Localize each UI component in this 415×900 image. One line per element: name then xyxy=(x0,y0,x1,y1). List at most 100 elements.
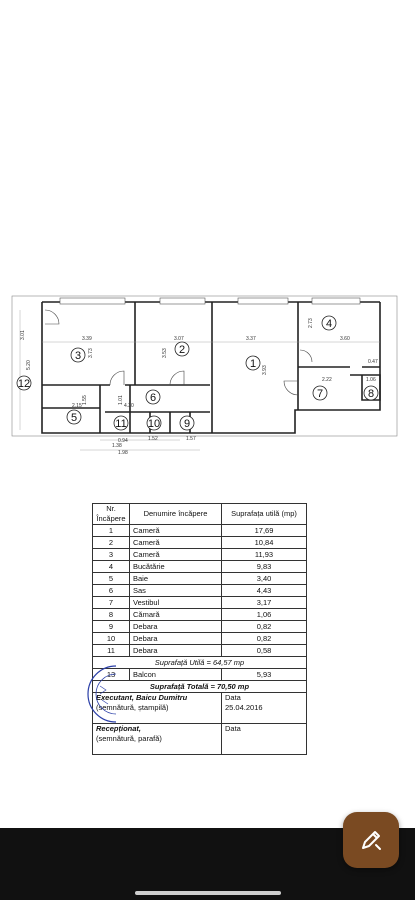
dim-label: 5.20 xyxy=(26,360,32,370)
cell-area: 0,82 xyxy=(221,620,307,633)
receiver-cell: Recepționat, (semnătură, parafă) xyxy=(92,723,222,755)
dim-label: 1.52 xyxy=(148,436,158,442)
cell-name: Vestibul xyxy=(129,596,222,609)
dim-label: 3.73 xyxy=(88,348,94,358)
dim-label: 3.60 xyxy=(340,336,350,342)
cell-name: Debara xyxy=(129,644,222,657)
receiver-title: Recepționat, xyxy=(96,724,142,733)
executor-date: 25.04.2016 xyxy=(225,703,263,712)
useful-total-row: Suprafață Utilă = 64,57 mp xyxy=(92,656,307,669)
floor-plan: 3.39 3.07 3.37 3.60 5.20 3.73 3.53 3.93 … xyxy=(11,295,398,456)
room-marker xyxy=(174,341,190,357)
cell-name: Cameră xyxy=(129,548,222,561)
dim-label: 3.07 xyxy=(174,336,184,342)
cell-name: Balcon xyxy=(129,668,222,681)
room-number: 12 xyxy=(18,378,30,390)
cell-name: Cameră xyxy=(129,524,222,537)
executor-date-label: Data xyxy=(225,693,241,702)
cell-area: 1,06 xyxy=(221,608,307,621)
plan-dim-lines xyxy=(19,310,380,451)
dim-label: 1.55 xyxy=(82,395,88,405)
room-marker xyxy=(113,415,129,431)
executor-cell: Executant, Baicu Dumitru (semnătură, șta… xyxy=(92,692,222,724)
cell-nr: 9 xyxy=(92,620,130,633)
cell-name: Debara xyxy=(129,620,222,633)
room-marker xyxy=(16,375,32,391)
cell-name: Bucătărie xyxy=(129,560,222,573)
stamp-seal xyxy=(87,665,117,723)
room-number: 10 xyxy=(148,418,160,430)
cell-area: 10,84 xyxy=(221,536,307,549)
room-number: 1 xyxy=(250,358,256,370)
cell-name: Cămară xyxy=(129,608,222,621)
room-marker xyxy=(145,389,161,405)
dim-label: 1.06 xyxy=(366,377,376,383)
dim-label: 0.47 xyxy=(368,359,378,365)
grand-total: Suprafață Totală = 70,50 mp xyxy=(92,680,307,693)
room-number: 7 xyxy=(317,388,323,400)
receiver-date-cell: Data xyxy=(221,723,307,755)
room-number: 9 xyxy=(184,418,190,430)
plan-doors xyxy=(44,309,313,396)
plan-frame xyxy=(11,295,398,437)
area-table: Nr. Încăpere Denumire încăpere Suprafața… xyxy=(92,503,307,755)
dim-label: 3.93 xyxy=(262,365,268,375)
dim-label: 1.01 xyxy=(118,395,124,405)
cell-area: 0,82 xyxy=(221,632,307,645)
receiver-row: Recepționat, (semnătură, parafă) Data xyxy=(92,723,307,755)
plan-dim-labels: 3.39 3.07 3.37 3.60 5.20 3.73 3.53 3.93 … xyxy=(20,318,378,456)
receiver-sub: (semnătură, parafă) xyxy=(96,734,162,743)
home-indicator[interactable] xyxy=(135,891,281,895)
cell-nr: 7 xyxy=(92,596,130,609)
dim-label: 1.98 xyxy=(118,450,128,456)
col-header-area: Suprafața utilă (mp) xyxy=(221,503,307,525)
room-marker xyxy=(363,385,379,401)
cell-nr: 6 xyxy=(92,584,130,597)
cell-area: 0,58 xyxy=(221,644,307,657)
room-marker xyxy=(146,415,162,431)
executor-date-cell: Data 25.04.2016 xyxy=(221,692,307,724)
dim-label: 3.37 xyxy=(246,336,256,342)
cell-nr: 10 xyxy=(92,632,130,645)
dim-label: 3.53 xyxy=(162,348,168,358)
plan-windows xyxy=(59,297,361,305)
room-marker xyxy=(312,385,328,401)
room-number: 11 xyxy=(115,418,126,430)
executor-row: Executant, Baicu Dumitru (semnătură, șta… xyxy=(92,692,307,724)
room-marker xyxy=(66,409,82,425)
dim-label: 3.39 xyxy=(82,336,92,342)
room-marker xyxy=(70,347,86,363)
room-number: 5 xyxy=(71,412,77,424)
cell-area: 3,40 xyxy=(221,572,307,585)
dim-label: 1.38 xyxy=(112,443,122,449)
edit-fab-button[interactable] xyxy=(343,812,399,868)
dim-label: 4.30 xyxy=(124,403,134,409)
room-number: 8 xyxy=(368,388,374,400)
receiver-date-label: Data xyxy=(225,724,241,733)
cell-nr: 5 xyxy=(92,572,130,585)
cell-nr: 11 xyxy=(92,644,130,657)
room-number: 3 xyxy=(75,350,81,362)
dim-label: 1.57 xyxy=(186,436,196,442)
room-number: 2 xyxy=(179,344,185,356)
cell-name: Cameră xyxy=(129,536,222,549)
cell-area: 9,83 xyxy=(221,560,307,573)
dim-label: 2.73 xyxy=(308,318,314,328)
cell-nr: 2 xyxy=(92,536,130,549)
executor-sub: (semnătură, ștampilă) xyxy=(96,703,169,712)
cell-nr: 4 xyxy=(92,560,130,573)
room-markers xyxy=(16,315,379,431)
useful-total: Suprafață Utilă = 64,57 mp xyxy=(92,656,307,669)
cell-nr: 1 xyxy=(92,524,130,537)
dim-label: 0.94 xyxy=(118,438,128,444)
